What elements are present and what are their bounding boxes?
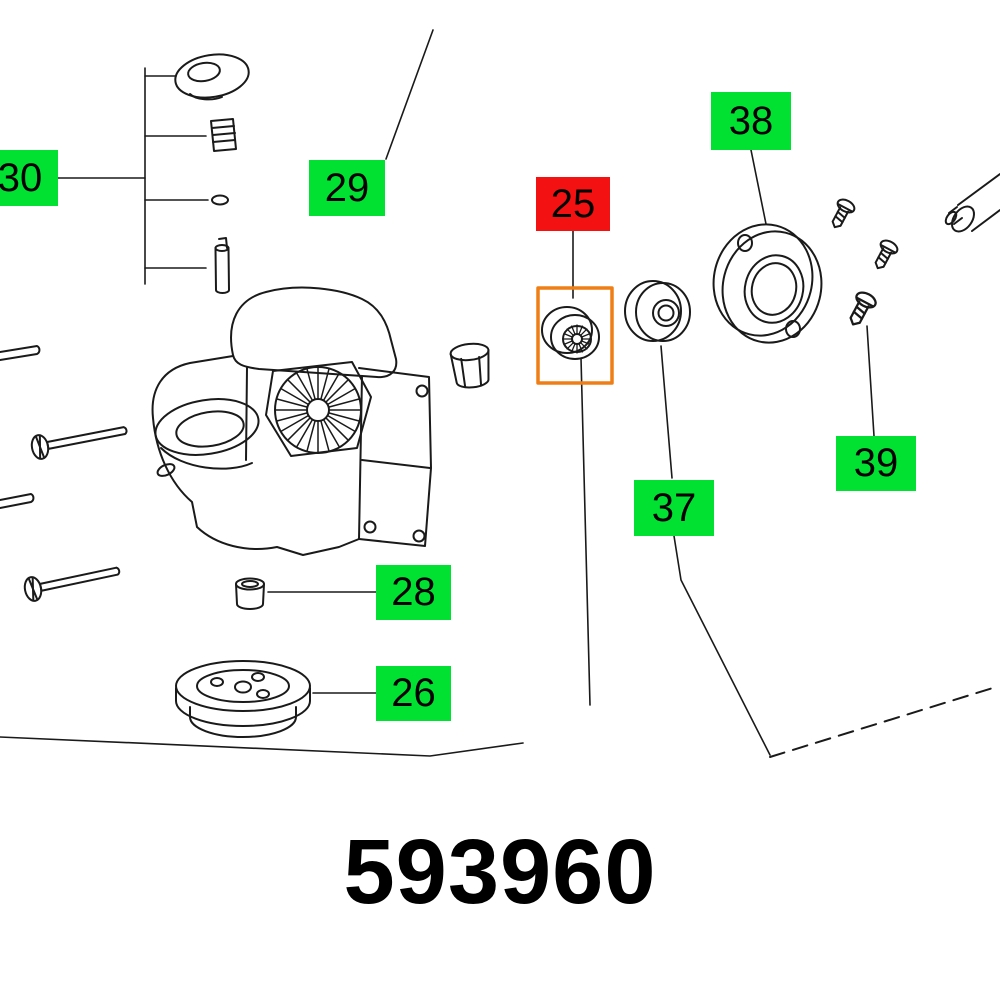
- bolt-left-1: [0, 345, 41, 361]
- bearing-ring-part-25: [541, 306, 600, 360]
- callout-30[interactable]: 30: [0, 150, 58, 206]
- pin-part: [214, 237, 230, 294]
- nut-part: [449, 342, 490, 389]
- part-25-highlight-box: [536, 286, 614, 385]
- part-number: 593960: [343, 821, 657, 923]
- callout-28[interactable]: 28: [376, 565, 451, 620]
- bushing-part-28: [235, 577, 265, 610]
- cap-part: [174, 53, 250, 101]
- callout-29[interactable]: 29: [309, 160, 385, 216]
- callout-37[interactable]: 37: [634, 480, 714, 536]
- callout-26[interactable]: 26: [376, 666, 451, 721]
- armature-shaft: [944, 173, 1000, 233]
- spring-part: [210, 118, 237, 152]
- screw-small-2: [874, 239, 899, 270]
- callout-39[interactable]: 39: [836, 436, 916, 491]
- bolt-left-2: [30, 426, 128, 460]
- bolt-left-3: [0, 493, 35, 509]
- washer-part: [211, 194, 229, 206]
- leader-lines: [0, 29, 875, 757]
- flange-part-38: [712, 223, 823, 344]
- fan: [274, 366, 362, 454]
- axis-line-dashed: [769, 686, 997, 758]
- gear-housing: [151, 286, 432, 556]
- ball-bearing-part-37: [624, 280, 691, 342]
- screw-small-1: [831, 198, 856, 229]
- pulley-part-26: [175, 660, 311, 738]
- callout-25[interactable]: 25: [536, 177, 610, 231]
- screw-small-3: [849, 291, 877, 326]
- callout-38[interactable]: 38: [711, 92, 791, 150]
- bolt-left-4: [23, 566, 121, 602]
